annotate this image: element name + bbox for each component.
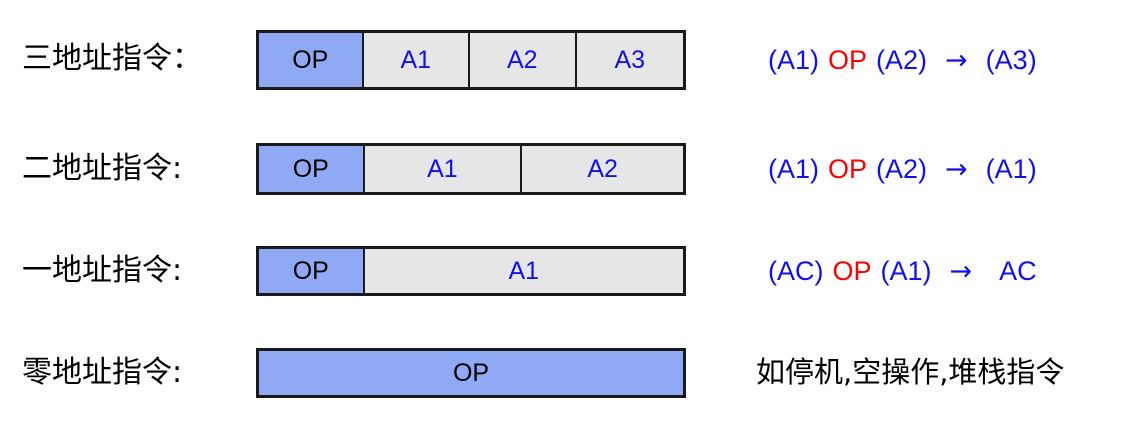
field-a1: A1 (364, 146, 523, 192)
expr-arrow-icon: → (949, 256, 973, 287)
field-op: OP (259, 33, 364, 87)
field-a2: A2 (522, 146, 683, 192)
expr-operand-1: (AC) (768, 256, 824, 286)
expression-one-address: (AC) OP (A1) → AC (768, 256, 1037, 287)
instruction-fields-zero-address: OP (256, 348, 686, 398)
expression-two-address: (A1) OP (A2) → (A1) (768, 154, 1037, 185)
instruction-fields-three-address: OP A1 A2 A3 (256, 30, 686, 90)
row-label-three-address: 三地址指令： (22, 41, 202, 76)
row-label-zero-address: 零地址指令: (22, 355, 183, 390)
instruction-row-zero-address: 零地址指令: OP 如停机,空操作,堆栈指令 (0, 348, 1122, 398)
field-a2: A2 (470, 33, 577, 87)
expr-operand-2: (A1) (880, 256, 932, 286)
note-zero-address: 如停机,空操作,堆栈指令 (756, 355, 1065, 389)
expr-operator: OP (832, 256, 872, 286)
instruction-row-one-address: 一地址指令: OP A1 (AC) OP (A1) → AC (0, 246, 1122, 296)
expr-destination: (A1) (985, 154, 1037, 184)
field-op: OP (259, 249, 365, 293)
instruction-row-two-address: 二地址指令: OP A1 A2 (A1) OP (A2) → (A1) (0, 143, 1122, 195)
expr-destination: (A3) (985, 45, 1037, 75)
instruction-row-three-address: 三地址指令： OP A1 A2 A3 (A1) OP (A2) → (A3) (0, 30, 1122, 90)
expr-operand-1: (A1) (768, 154, 820, 184)
field-a1: A1 (363, 33, 471, 87)
expr-operator: OP (828, 45, 868, 75)
instruction-fields-two-address: OP A1 A2 (256, 143, 686, 195)
field-op: OP (259, 146, 365, 192)
expr-operand-2: (A2) (876, 154, 928, 184)
field-a3: A3 (576, 33, 683, 87)
instruction-fields-one-address: OP A1 (256, 246, 686, 296)
expression-three-address: (A1) OP (A2) → (A3) (768, 45, 1037, 76)
row-label-one-address: 一地址指令: (22, 253, 183, 288)
expr-operand-2: (A2) (876, 45, 928, 75)
field-op: OP (259, 351, 683, 395)
expr-destination: AC (999, 256, 1037, 286)
expr-arrow-icon: → (945, 45, 968, 76)
expr-operand-1: (A1) (768, 45, 820, 75)
row-label-two-address: 二地址指令: (22, 151, 183, 186)
expr-arrow-icon: → (945, 154, 968, 185)
expr-operator: OP (828, 154, 868, 184)
field-a1: A1 (364, 249, 683, 293)
